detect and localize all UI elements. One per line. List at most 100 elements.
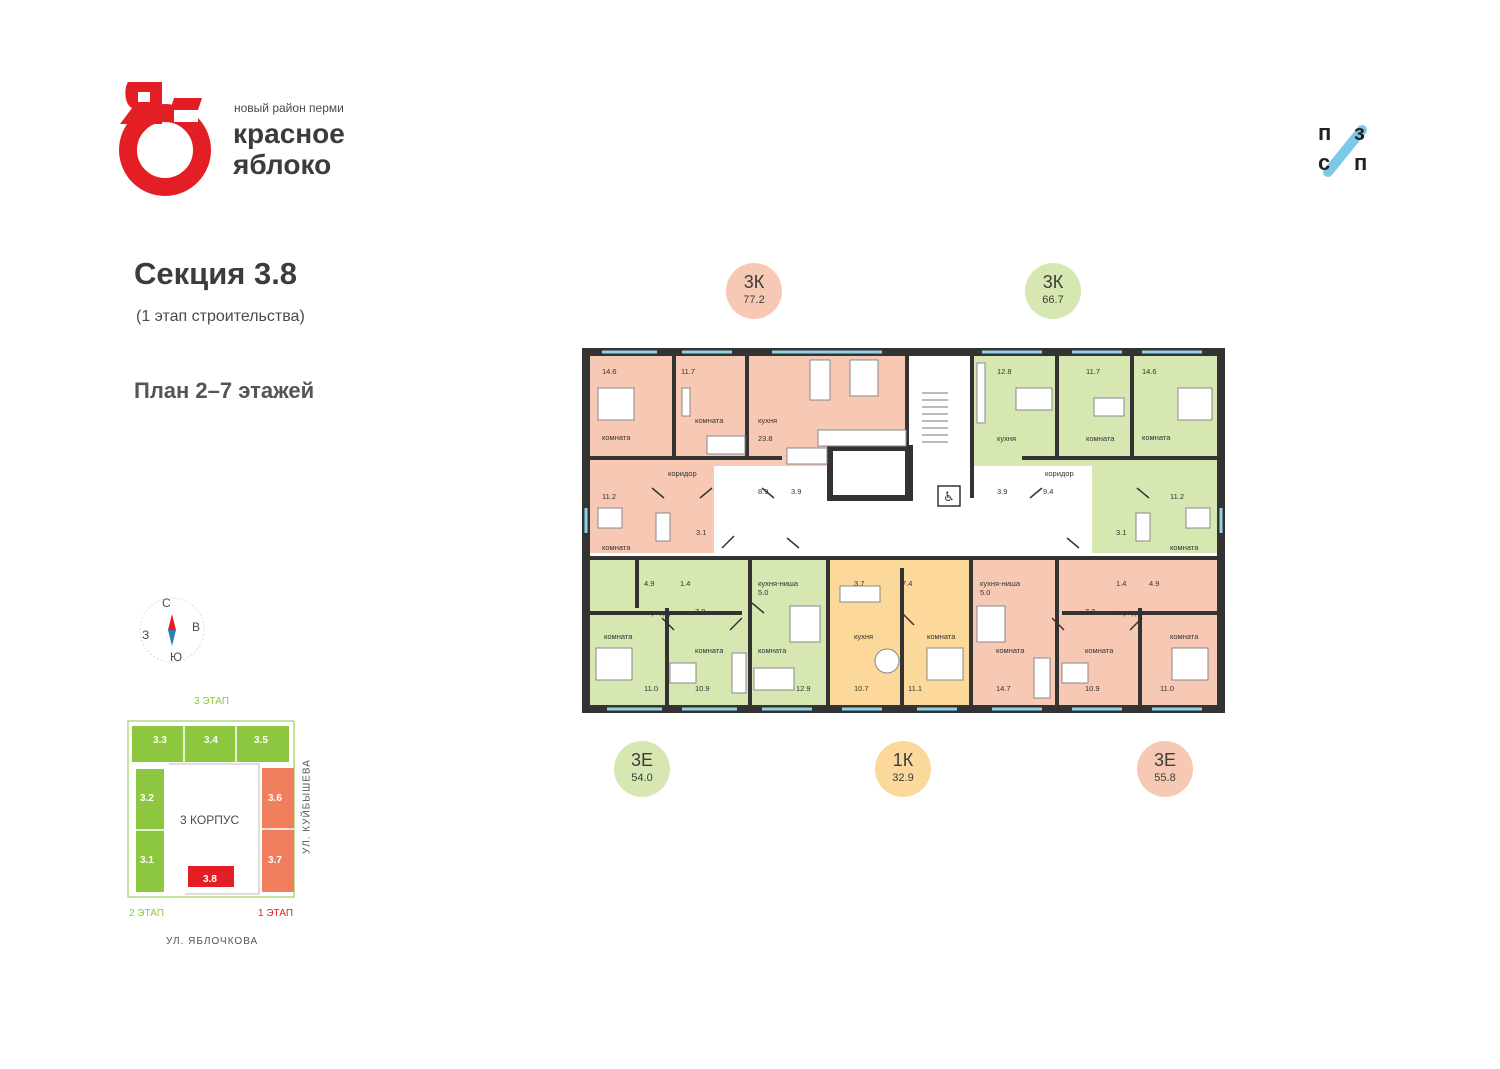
apt-badge-3e-right[interactable]: 3Е 55.8 <box>1137 741 1193 797</box>
accessibility-icon <box>937 485 961 507</box>
partner-letter-1: п <box>1318 120 1332 145</box>
room-label: комната <box>996 646 1025 655</box>
site-section-3-8[interactable]: 3.8 <box>203 874 217 885</box>
site-section-3-7[interactable]: 3.7 <box>268 855 282 866</box>
apt-type: 1К <box>892 750 914 770</box>
room-area: 7.9 <box>1085 607 1096 616</box>
plan-title: План 2–7 этажей <box>134 378 315 403</box>
room-area: 1.4 <box>680 579 691 588</box>
street-right-label: УЛ. КУЙБЫШЕВА <box>301 759 313 854</box>
room-label: коридор <box>1116 608 1145 617</box>
room-area: 11.2 <box>1170 492 1185 501</box>
room-area: 7.4 <box>902 579 913 588</box>
apt-area: 66.7 <box>1042 294 1064 306</box>
partner-letter-2: з <box>1354 120 1365 145</box>
stage1-label: 1 ЭТАП <box>258 908 294 919</box>
room-area: 3.9 <box>997 487 1008 496</box>
room-label: кухня-ниша <box>980 579 1021 588</box>
room-label: комната <box>1142 433 1171 442</box>
room-area: 14.6 <box>602 367 617 376</box>
room-label: кухня <box>854 632 874 641</box>
site-section-3-5[interactable]: 3.5 <box>254 735 268 746</box>
room-area: 10.9 <box>695 684 710 693</box>
room-area: 10.7 <box>854 684 869 693</box>
compass-north: С <box>162 596 171 610</box>
room-area: 9.4 <box>1043 487 1054 496</box>
apt-area: 55.8 <box>1154 772 1176 784</box>
site-section-3-2[interactable]: 3.2 <box>140 793 154 804</box>
apt-badge-1k[interactable]: 1К 32.9 <box>875 741 931 797</box>
room-area: 14.6 <box>1142 367 1157 376</box>
room-area: 4.9 <box>644 579 655 588</box>
floor-plan: ♿ 14.6 комната 11.2 комната 11.7 комната… <box>582 348 1225 713</box>
apt-type: 3Е <box>630 750 654 770</box>
room-label: комната <box>695 646 724 655</box>
compass: С З В Ю <box>136 596 208 664</box>
room-area: 3.1 <box>1116 528 1127 537</box>
room-label: кухня <box>997 434 1017 443</box>
site-section-3-4[interactable]: 3.4 <box>204 735 218 746</box>
apt-badge-3k-left[interactable]: 3К 77.2 <box>726 263 782 319</box>
brand-name-line2: яблоко <box>233 149 332 180</box>
room-area: 11.0 <box>644 684 659 693</box>
brand-subtitle: новый район перми <box>234 101 344 115</box>
room-area: 3.7 <box>854 579 865 588</box>
room-label: коридор <box>668 469 697 478</box>
building-label: 3 КОРПУС <box>180 813 240 827</box>
room-area: 14.7 <box>996 684 1011 693</box>
stage3-label: 3 ЭТАП <box>194 696 230 707</box>
section-stage: (1 этап строительства) <box>136 308 305 325</box>
floor-plan-drawing: ♿ <box>582 348 1225 713</box>
room-area: 12.9 <box>796 684 811 693</box>
room-label: комната <box>1086 434 1115 443</box>
stage2-label: 2 ЭТАП <box>129 908 165 919</box>
room-area: 23.8 <box>758 434 773 443</box>
compass-east: В <box>192 620 201 634</box>
room-area: 8.9 <box>758 487 769 496</box>
room-label: коридор <box>1045 469 1074 478</box>
room-area: 5.0 <box>758 588 769 597</box>
apt-type: 3Е <box>1153 750 1177 770</box>
svg-text:♿: ♿ <box>943 490 955 505</box>
partner-letter-4: п <box>1354 150 1368 175</box>
room-label: комната <box>604 632 633 641</box>
apt-badge-3k-right[interactable]: 3К 66.7 <box>1025 263 1081 319</box>
site-plan: 3 ЭТАП 3.3 3.4 3.5 3.2 3.1 3.6 3.7 3.8 3… <box>125 694 335 948</box>
room-label: комната <box>602 543 631 552</box>
room-label: кухня-ниша <box>758 579 799 588</box>
room-label: кухня <box>758 416 778 425</box>
compass-south: Ю <box>170 650 183 664</box>
section-title: Секция 3.8 <box>134 256 298 291</box>
apt-area: 77.2 <box>743 294 765 306</box>
room-label: комната <box>602 433 631 442</box>
brand-logo <box>119 82 211 196</box>
room-area: 5.0 <box>980 588 991 597</box>
room-area: 12.8 <box>997 367 1012 376</box>
room-area: 1.4 <box>1116 579 1127 588</box>
room-area: 11.1 <box>908 684 923 693</box>
room-area: 10.9 <box>1085 684 1100 693</box>
room-area: 7.9 <box>695 607 706 616</box>
room-label: комната <box>1170 543 1199 552</box>
room-area: 3.9 <box>791 487 802 496</box>
site-section-3-3[interactable]: 3.3 <box>153 735 167 746</box>
site-section-3-6[interactable]: 3.6 <box>268 793 282 804</box>
apt-type: 3К <box>743 272 765 292</box>
compass-west: З <box>142 628 150 642</box>
apt-badge-3e-left[interactable]: 3Е 54.0 <box>614 741 670 797</box>
room-area: 3.1 <box>696 528 707 537</box>
room-label: коридор <box>644 608 673 617</box>
room-area: 11.2 <box>602 492 617 501</box>
room-area: 11.7 <box>1086 367 1101 376</box>
room-label: комната <box>1085 646 1114 655</box>
site-section-3-1[interactable]: 3.1 <box>140 855 154 866</box>
brand-name-line1: красное <box>233 118 345 149</box>
partner-logo: п з с п <box>1316 120 1372 180</box>
apt-type: 3К <box>1042 272 1064 292</box>
room-area: 11.7 <box>681 367 696 376</box>
apt-area: 54.0 <box>631 772 653 784</box>
room-label: комната <box>695 416 724 425</box>
room-label: комната <box>927 632 956 641</box>
apt-area: 32.9 <box>892 772 914 784</box>
room-label: комната <box>1170 632 1199 641</box>
